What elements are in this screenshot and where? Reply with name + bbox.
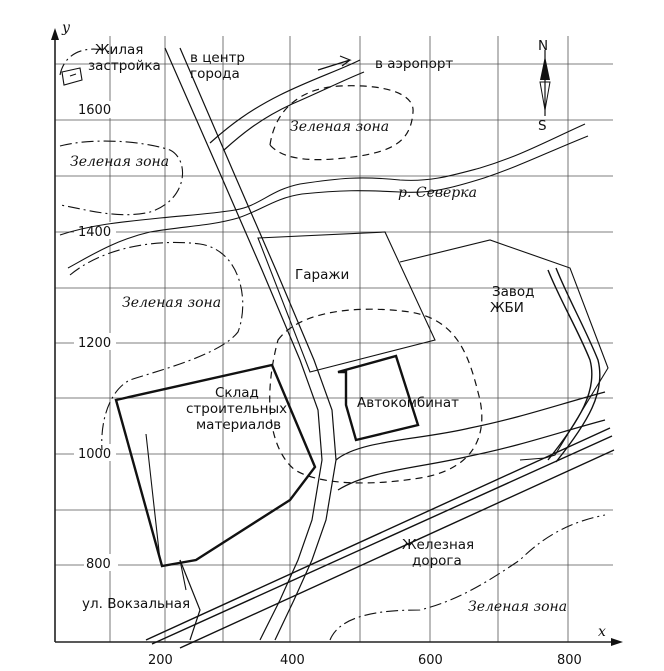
river-label: р. Северка — [398, 185, 477, 201]
x-tick-labels: 200 400 600 800 — [148, 653, 582, 668]
road-to-airport-left — [209, 59, 361, 144]
x-tick-800: 800 — [557, 653, 582, 668]
x-axis-label: x — [598, 624, 606, 640]
road-east-lower — [337, 419, 606, 491]
railway-label: Железная дорога — [402, 537, 478, 569]
warehouse-label-line3: материалов — [196, 417, 281, 433]
y-tick-800: 800 — [86, 557, 111, 572]
railway-track-2 — [151, 435, 613, 645]
y-axis-label: y — [61, 20, 71, 36]
factory-label: Завод ЖБИ — [490, 284, 539, 316]
motor-depot-label: Автокомбинат — [357, 395, 459, 411]
green-zone-top-boundary — [269, 85, 414, 161]
road-to-city-center-left — [164, 47, 323, 641]
railway-label-line1: Железная — [402, 537, 474, 553]
green-zone-left-boundary — [69, 241, 244, 451]
warehouse-building — [114, 363, 317, 568]
warehouse-label-line1: Склад — [215, 385, 259, 401]
railway-track-3 — [179, 449, 615, 649]
green-zone-left-top-boundary — [59, 140, 183, 216]
x-tick-400: 400 — [280, 653, 305, 668]
y-tick-1600: 1600 — [78, 103, 111, 118]
residential-label: Жилая застройка — [88, 42, 161, 74]
y-tick-1400: 1400 — [78, 225, 111, 240]
compass-north-label: N — [538, 38, 548, 54]
to-airport-label: в аэропорт — [375, 56, 453, 72]
factory-rail-spur-b — [555, 267, 601, 463]
road-east-upper — [335, 391, 606, 461]
green-zone-left-label: Зеленая зона — [122, 295, 221, 311]
compass-rose: N S — [538, 38, 551, 134]
x-tick-600: 600 — [418, 653, 443, 668]
x-tick-200: 200 — [148, 653, 173, 668]
river-severka-bank-north — [59, 123, 586, 236]
green-zone-left-top-label: Зеленая зона — [70, 154, 169, 170]
river-severka-bank-south — [67, 135, 589, 269]
railway-label-line2: дорога — [412, 553, 462, 569]
street-label: ул. Вокзальная — [82, 596, 190, 612]
warehouse-label-line2: строительных — [186, 401, 287, 417]
road-to-city-center-right — [179, 47, 337, 641]
y-tick-labels: 1600 1400 1200 1000 800 — [74, 101, 118, 572]
green-zone-bottom-boundary — [329, 514, 606, 641]
factory-label-line1: Завод — [492, 284, 534, 300]
factory-zhbi-building — [399, 239, 609, 461]
sanitary-zone-boundary — [269, 308, 483, 484]
coordinate-grid — [54, 36, 613, 643]
y-axis-arrow — [51, 28, 59, 40]
warehouse-label: Склад строительных материалов — [186, 385, 291, 433]
to-city-center-label: в центр города — [190, 50, 249, 82]
street-vokzalnaya-line — [179, 559, 201, 641]
x-axis-arrow — [611, 638, 623, 646]
green-zone-top-label: Зеленая зона — [290, 119, 389, 135]
garages-building — [257, 231, 436, 373]
warehouse-inner-track — [145, 433, 187, 591]
y-tick-1000: 1000 — [78, 447, 111, 462]
motor-depot-building — [337, 354, 420, 442]
residential-label-line1: Жилая — [95, 42, 143, 58]
residential-boundary — [59, 48, 111, 76]
green-zone-bottom-label: Зеленая зона — [468, 599, 567, 615]
residential-building — [61, 67, 83, 86]
y-tick-1200: 1200 — [78, 336, 111, 351]
factory-label-line2: ЖБИ — [490, 300, 524, 316]
to-city-center-line2: города — [190, 66, 240, 82]
compass-south-label: S — [538, 118, 547, 134]
garages-label: Гаражи — [295, 267, 349, 283]
residential-label-line2: застройка — [88, 58, 161, 74]
road-to-airport-right — [223, 71, 365, 151]
road-to-airport-arrow — [317, 55, 352, 71]
to-city-center-line1: в центр — [190, 50, 245, 66]
railway-track-1 — [145, 427, 611, 641]
factory-rail-spur-a — [547, 269, 593, 461]
